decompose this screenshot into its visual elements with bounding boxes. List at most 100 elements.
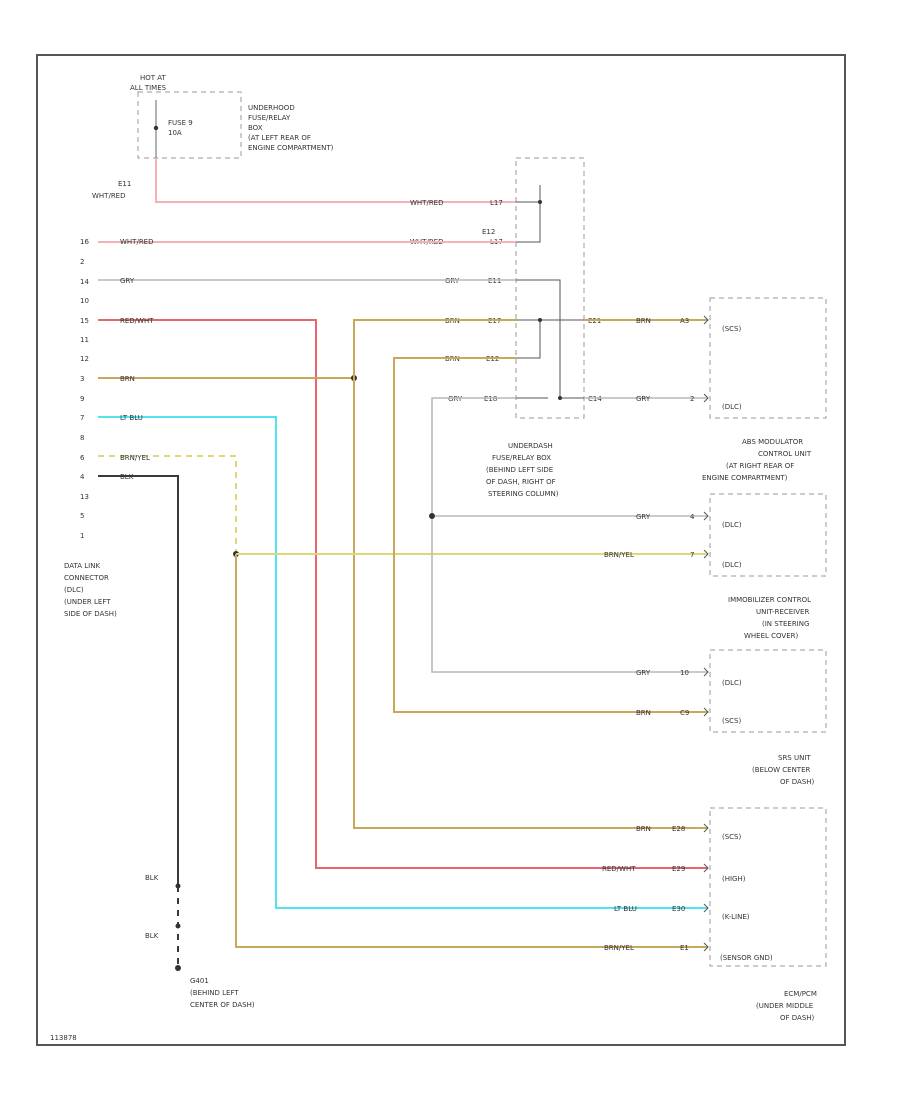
dlc-name-3: (DLC)	[64, 586, 84, 594]
ud-wire-label-6: GRY	[448, 395, 463, 403]
ecm-row1-label: BRN	[636, 825, 651, 833]
top-wire-color-label: WHT/RED	[92, 192, 126, 200]
underhood-name-1: UNDERHOOD	[248, 104, 295, 112]
fuse-label-2: 10A	[168, 129, 182, 137]
srs-name-2: UNIT-RECEIVER	[756, 608, 809, 616]
ecm-row3-label: LT BLU	[614, 905, 637, 913]
blk-node-1	[175, 883, 181, 889]
srs-yel-label: BRN/YEL	[604, 551, 634, 559]
dlc-pin-15: 15	[80, 317, 89, 325]
srs-gry-label: GRY	[636, 513, 651, 521]
ecm-row4-pin: E1	[680, 944, 689, 952]
immob-name-2: (BELOW CENTER	[752, 766, 811, 774]
under-dash-internal-1	[516, 185, 541, 243]
under-dash-fuse-box	[515, 157, 585, 419]
abs-brn-func: (SCS)	[722, 325, 742, 333]
hot-label-2: ALL TIMES	[130, 84, 167, 92]
ground-name-2: (BEHIND LEFT	[190, 989, 239, 997]
wire-label-blk: BLK	[120, 473, 134, 481]
immob-brn-label: BRN	[636, 709, 651, 717]
srs-gry-pin: 4	[690, 513, 695, 521]
wire-label-red-wht: RED/WHT	[120, 317, 154, 325]
ecm-row2-func: (HIGH)	[722, 875, 746, 883]
abs-name-3: (AT RIGHT REAR OF	[726, 462, 794, 470]
tick-ecm-2	[703, 863, 709, 873]
srs-gry-func: (DLC)	[722, 521, 742, 529]
srs-name-4: WHEEL COVER)	[744, 632, 799, 640]
dlc-pin-3: 3	[80, 375, 84, 383]
underhood-name-5: ENGINE COMPARTMENT)	[248, 144, 334, 152]
wire-label-lt-blu: LT BLU	[120, 414, 143, 422]
ecm-name-2: (UNDER MIDDLE	[756, 1002, 813, 1010]
srs-unit-box	[709, 649, 827, 733]
immob-gry-func: (DLC)	[722, 679, 742, 687]
dlc-pin-12: 12	[80, 355, 89, 363]
wire-brn-yel-dlc	[98, 455, 237, 554]
figure-id: 113878	[50, 1034, 77, 1042]
ecm-row3-pin: E30	[672, 905, 685, 913]
srs-yel-pin: 7	[690, 551, 694, 559]
wire-brn-yel-ecm	[235, 554, 708, 948]
ecm-row4-func: (SENSOR GND)	[720, 954, 773, 962]
tick-srs-2	[703, 549, 709, 559]
wire-red-wht	[98, 319, 708, 869]
dlc-pin-14: 14	[80, 278, 89, 286]
under-dash-internal-4	[516, 320, 541, 359]
abs-brn-pin: A3	[680, 317, 689, 325]
wire-brn-trunk	[353, 319, 708, 829]
abs-name-1: ABS MODULATOR	[742, 438, 803, 446]
ecm-name-1: ECM/PCM	[784, 990, 817, 998]
tick-ecm-4	[703, 942, 709, 952]
abs-name-2: CONTROL UNIT	[758, 450, 812, 458]
wire-label-wht-red: WHT/RED	[120, 238, 154, 246]
dlc-pin-16: 16	[80, 238, 89, 246]
immob-gry-label: GRY	[636, 669, 651, 677]
connector-ticks	[703, 315, 709, 952]
fuse-dot	[153, 125, 159, 131]
immob-gry-pin: 10	[680, 669, 689, 677]
ecm-row1-func: (SCS)	[722, 833, 742, 841]
ground-blk-label-2: BLK	[145, 932, 159, 940]
abs-box	[709, 297, 827, 419]
ecm-row3-func: (K-LINE)	[722, 913, 750, 921]
ud-wire-label-3: GRY	[445, 277, 460, 285]
ud-pin-e11: E11	[488, 277, 501, 285]
dlc-pin-2: 2	[80, 258, 84, 266]
dlc-pin-5: 5	[80, 512, 84, 520]
top-pin-label: E11	[118, 180, 131, 188]
dlc-name-2: CONNECTOR	[64, 574, 109, 582]
abs-gry-func: (DLC)	[722, 403, 742, 411]
under-dash-node-1	[538, 200, 542, 204]
dlc-pin-10: 10	[80, 297, 89, 305]
ground-name-3: CENTER OF DASH)	[190, 1001, 255, 1009]
immobilizer-dlc-box	[709, 493, 827, 577]
tick-ecm-1	[703, 823, 709, 833]
tick-abs-2	[703, 393, 709, 403]
wire-label-brn-yel: BRN/YEL	[120, 454, 150, 462]
immob-brn-pin: C9	[680, 709, 689, 717]
ecm-row2-label: RED/WHT	[602, 865, 636, 873]
dlc-pin-4: 4	[80, 473, 85, 481]
wire-brn-immob	[393, 357, 708, 713]
srs-name-1: IMMOBILIZER CONTROL	[728, 596, 811, 604]
ground-terminal	[175, 965, 181, 971]
wire-label-brn: BRN	[120, 375, 135, 383]
wire-gry-trunk	[431, 397, 708, 673]
ecm-row4-label: BRN/YEL	[604, 944, 634, 952]
underhood-fuse-box	[137, 91, 242, 159]
fuse-label-1: FUSE 9	[168, 119, 193, 127]
immob-name-3: OF DASH)	[780, 778, 815, 786]
ud-pin-c14: C14	[588, 395, 602, 403]
tick-abs-1	[703, 315, 709, 325]
immob-name-1: SRS UNIT	[778, 754, 811, 762]
dlc-name-4: (UNDER LEFT	[64, 598, 111, 606]
dlc-pin-numbers: 16 2 14 10 15 11 12 3 9 7 8 6 4 13 5 1	[80, 238, 89, 540]
underhood-name-3: BOX	[248, 124, 263, 132]
ecm-name-3: OF DASH)	[780, 1014, 815, 1022]
wire-lt-blu	[98, 416, 708, 909]
ecm-row1-pin: E28	[672, 825, 685, 833]
wht-red-top-wire	[155, 158, 516, 203]
srs-name-3: (IN STEERING	[762, 620, 809, 628]
abs-gry-pin: 2	[690, 395, 694, 403]
